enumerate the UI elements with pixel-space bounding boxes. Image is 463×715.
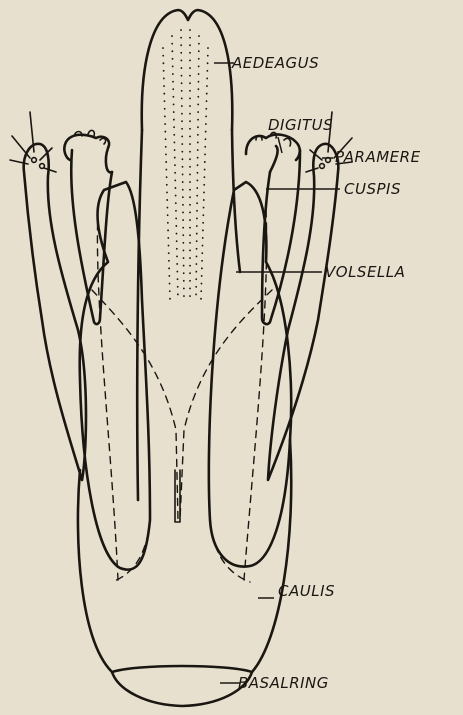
label-paramere: PARAMERE <box>335 148 421 166</box>
label-basalring: BASALRING <box>238 674 329 692</box>
label-cuspis: CUSPIS <box>344 180 401 198</box>
label-digitus: DIGITUS <box>268 116 333 134</box>
label-aedeagus: AEDEAGUS <box>231 54 319 72</box>
label-caulis: CAULIS <box>278 582 335 600</box>
label-volsella: VOLSELLA <box>325 263 405 281</box>
